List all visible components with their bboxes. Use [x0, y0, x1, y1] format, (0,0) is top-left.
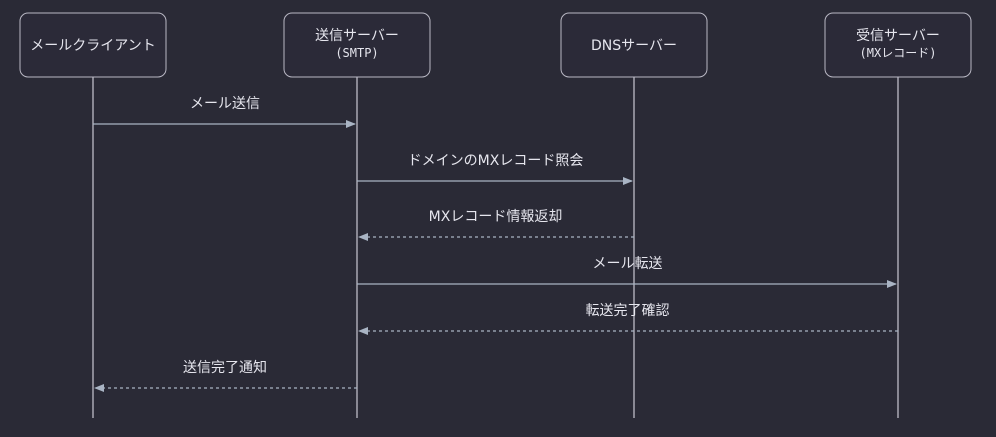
participant-label-mx: 受信サーバー	[856, 28, 940, 44]
participant-smtp: 送信サーバー (SMTP)	[283, 12, 431, 78]
message-label-1: ドメインのMXレコード照会	[408, 153, 584, 169]
participant-box-dns	[560, 12, 708, 78]
message-label-3: メール転送	[593, 256, 663, 272]
message-5: 送信完了通知	[94, 359, 357, 392]
message-3: メール転送	[357, 256, 897, 288]
message-1: ドメインのMXレコード照会	[357, 153, 633, 185]
participant-sub-smtp: (SMTP)	[335, 46, 378, 60]
message-label-5: 送信完了通知	[183, 359, 267, 376]
participant-sub-mx: (MXレコード)	[860, 46, 937, 60]
message-label-4: 転送完了確認	[586, 303, 670, 319]
participant-label-smtp: 送信サーバー	[315, 28, 399, 44]
participant-box-client	[19, 12, 167, 78]
message-4: 転送完了確認	[358, 303, 898, 335]
message-label-0: メール送信	[190, 96, 260, 112]
message-2: MXレコード情報返却	[358, 209, 634, 241]
message-label-2: MXレコード情報返却	[429, 209, 563, 225]
participant-client: メールクライアント	[19, 12, 167, 78]
message-0: メール送信	[93, 96, 356, 128]
lifelines	[92, 77, 899, 418]
participant-dns: DNSサーバー	[560, 12, 708, 78]
participant-box-smtp	[283, 12, 431, 78]
participant-box-mx	[824, 12, 972, 78]
participant-label-client: メールクライアント	[30, 38, 155, 54]
participant-mx: 受信サーバー (MXレコード)	[824, 12, 972, 78]
participants: メールクライアント 送信サーバー (SMTP) DNSサーバー 受信サーバー (MXレコー…	[19, 12, 972, 78]
participant-label-dns: DNSサーバー	[591, 38, 677, 54]
